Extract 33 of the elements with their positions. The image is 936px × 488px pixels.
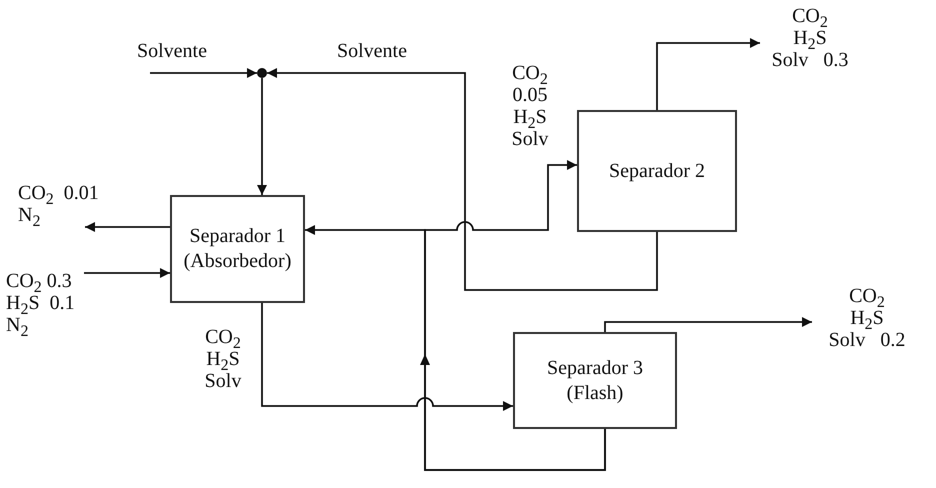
arrow xyxy=(85,222,170,232)
stream-composition: CO$_{2}$ xyxy=(792,5,828,27)
arrow xyxy=(84,268,170,278)
junction-dot xyxy=(257,68,267,78)
arrow xyxy=(267,68,658,291)
separator-label: Separador 1 xyxy=(189,224,286,249)
edge-label: CO$_{2}$ H$_{2}$S Solv xyxy=(204,326,242,392)
stream-composition: H$_{2}$S 0.1 xyxy=(6,292,75,314)
stream-composition: Solv 0.2 xyxy=(828,329,906,351)
stream-composition: CO$_{2}$ 0.01 xyxy=(18,182,99,204)
stream-composition: CO$_{2}$ xyxy=(849,285,885,307)
edge-label: Solvente xyxy=(336,40,408,62)
stream-composition: N$_{2}$ xyxy=(6,314,28,336)
separator-label: (Absorbedor) xyxy=(184,249,292,274)
stream-composition: CO$_{2}$ 0.3 xyxy=(6,270,72,292)
separator-label: Separador 3 xyxy=(546,356,644,380)
stream-composition: H$_{2}$S xyxy=(850,307,884,329)
separator-box xyxy=(170,195,305,303)
arrow xyxy=(150,68,257,78)
arrow xyxy=(261,303,513,411)
stream-composition: N$_{2}$ xyxy=(18,204,40,226)
stream-composition: H$_{2}$S xyxy=(793,27,827,49)
arrow xyxy=(604,317,812,332)
arrow xyxy=(424,160,606,471)
arrow xyxy=(656,38,760,110)
arrow xyxy=(257,78,267,195)
edge-label: Solvente xyxy=(136,40,208,62)
separator-label: Separador 2 xyxy=(608,158,706,184)
separator-box xyxy=(513,332,677,429)
stream-composition: Solv 0.3 xyxy=(772,49,848,71)
separator-label: (Flash) xyxy=(566,380,624,406)
separator-box xyxy=(577,110,737,232)
edge-label: CO$_{2}$ 0.05 H$_{2}$S Solv xyxy=(510,62,550,150)
